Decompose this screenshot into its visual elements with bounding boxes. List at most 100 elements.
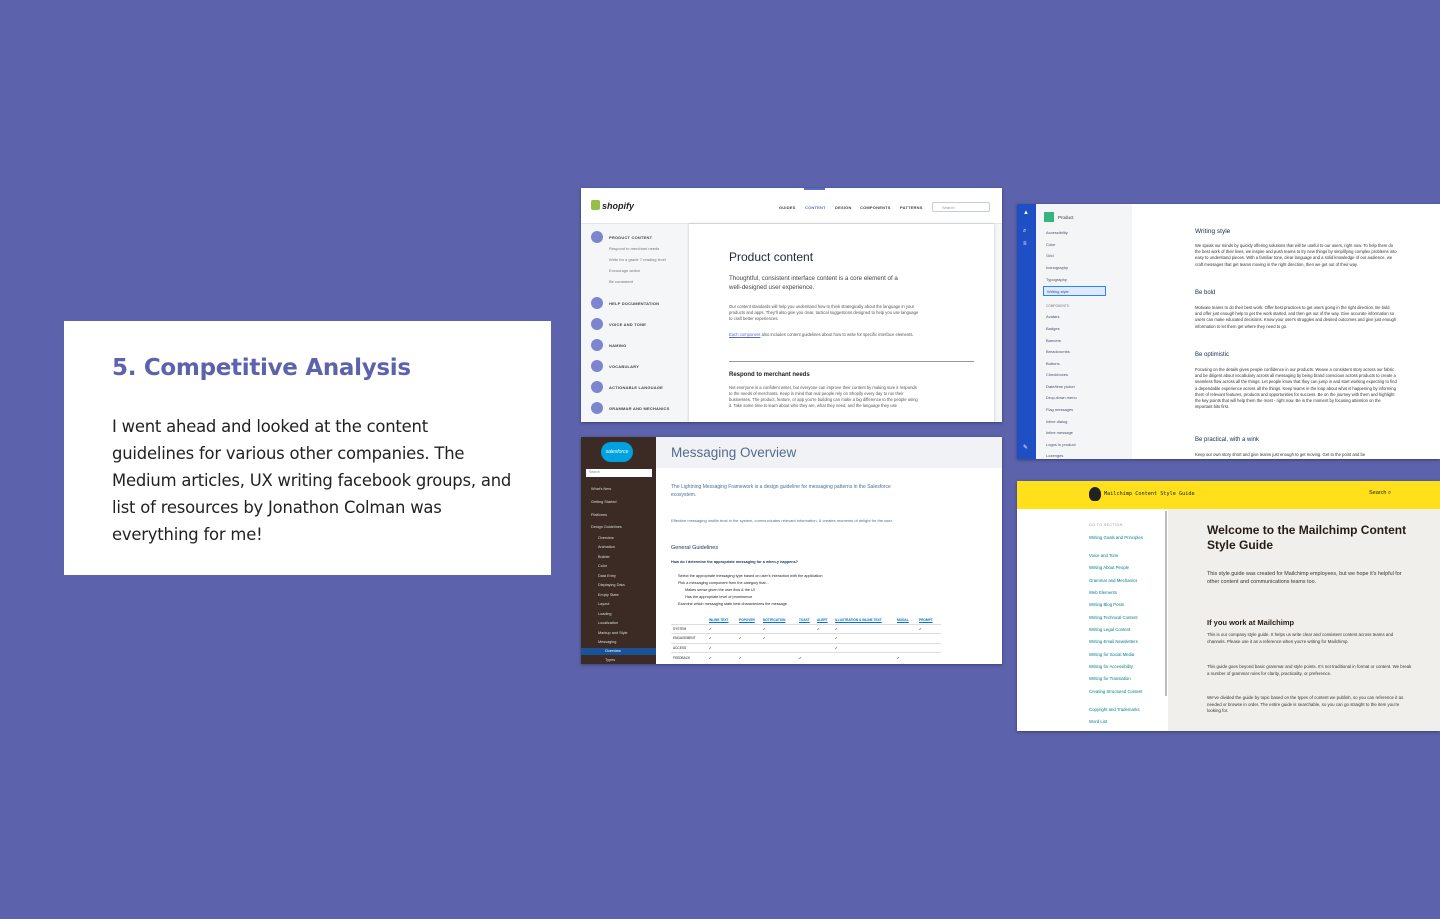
product-sidebar: Product Accessibility Color Grid Iconogr… — [1036, 204, 1132, 459]
nav-content[interactable]: CONTENT — [805, 205, 826, 210]
nav-item[interactable]: Messaging — [598, 640, 617, 644]
nav-item[interactable]: What's New — [591, 487, 612, 491]
sidebar-item[interactable]: Badges — [1046, 326, 1060, 331]
col-header: INLINE TEXT — [709, 617, 729, 622]
search-icon[interactable]: ⌕ — [1023, 228, 1027, 234]
feedback-icon[interactable]: ✎ — [1023, 445, 1029, 451]
sidebar-link[interactable]: Grammar and Mechanics — [1089, 578, 1138, 583]
col-header: MODAL — [897, 617, 909, 622]
section-text: Motivate teams to do their best work. Of… — [1195, 305, 1397, 329]
sidebar-link[interactable]: Writing Blog Posts — [1089, 602, 1125, 607]
table-row: ENGAGEMENT✔✔✔✔ — [671, 633, 941, 643]
sidebar-item[interactable]: Iconography — [1046, 265, 1069, 270]
col-header: POPOVER — [739, 617, 755, 622]
nav-item[interactable]: Getting Started — [591, 500, 617, 504]
sidebar-link[interactable]: Voice and Tone — [1089, 553, 1119, 558]
sidebar-item-selected[interactable]: Writing style — [1043, 286, 1106, 296]
salesforce-logo: salesforce — [601, 442, 633, 462]
intro-text: We speak our minds by quickly offering s… — [1195, 243, 1397, 267]
nav-item[interactable]: Data Entry — [598, 574, 616, 578]
page-title: Welcome to the Mailchimp Content Style G… — [1207, 523, 1407, 552]
menu-icon[interactable]: ≡ — [1023, 241, 1027, 247]
sidebar-item[interactable]: Flag messages — [1046, 407, 1074, 412]
sidebar-item[interactable]: Inline dialog — [1046, 419, 1068, 424]
side-sub-item[interactable]: Write for a grade 7 reading level — [609, 257, 666, 262]
nav-item[interactable]: Color — [598, 564, 608, 568]
search-input[interactable]: Search — [586, 469, 652, 477]
side-item-product-content[interactable]: PRODUCT CONTENT — [591, 231, 652, 243]
mailchimp-screenshot: Mailchimp Content Style Guide Search ⌕ G… — [1017, 481, 1440, 731]
table-row: ACCESS✔✔ — [671, 642, 941, 653]
sidebar-link[interactable]: Writing About People — [1089, 565, 1130, 570]
nav-item[interactable]: Empty State — [598, 593, 619, 597]
sidebar-item[interactable]: Avatars — [1046, 314, 1060, 319]
sidebar-link[interactable]: Writing for Social Media — [1089, 652, 1135, 657]
side-item-voice-and-tone[interactable]: VOICE AND TONE — [591, 318, 646, 330]
nav-item[interactable]: Localization — [598, 621, 619, 625]
divider — [729, 361, 974, 362]
bullet: Select the appropriate messaging type ba… — [678, 574, 823, 578]
nav-item[interactable]: Loading — [598, 612, 612, 616]
nav-item[interactable]: Design Guidelines — [591, 525, 622, 529]
search-input[interactable]: Search — [932, 202, 990, 212]
bullet: Examine which messaging state best chara… — [678, 602, 788, 606]
nav-design[interactable]: DESIGN — [835, 205, 852, 210]
sidebar-link[interactable]: Writing Technical Content — [1089, 615, 1138, 620]
sidebar-item[interactable]: Typography — [1046, 277, 1067, 282]
side-item-actionable-language[interactable]: ACTIONABLE LANGUAGE — [591, 381, 663, 393]
intro-text: This style guide was created for Mailchi… — [1207, 571, 1402, 585]
scrollbar[interactable] — [1165, 511, 1167, 696]
side-item-naming[interactable]: NAMING — [591, 339, 626, 351]
nav-components[interactable]: COMPONENTS — [860, 205, 891, 210]
component-link[interactable]: Each component — [729, 332, 761, 337]
sidebar-item[interactable]: Date/time picker — [1046, 384, 1075, 389]
sidebar-link[interactable]: Copyright and Trademarks — [1089, 707, 1140, 712]
table-row: SYSTEM✔✔✔✔✔ — [671, 623, 941, 634]
sidebar-item[interactable]: Buttons — [1046, 361, 1060, 366]
sidebar-link[interactable]: Writing Legal Content — [1089, 627, 1131, 632]
nav-item[interactable]: Platforms — [591, 513, 608, 517]
shopify-content: Product content Thoughtful, consistent i… — [689, 224, 994, 422]
nav-guides[interactable]: GUIDES — [779, 205, 796, 210]
nav-item[interactable]: Overview — [598, 536, 614, 540]
sidebar-link[interactable]: Word List — [1089, 719, 1108, 724]
sidebar-item[interactable]: Color — [1046, 242, 1056, 247]
side-sub-item[interactable]: Be consistent — [609, 279, 634, 284]
sidebar-link[interactable]: Writing for Accessibility — [1089, 664, 1133, 669]
sidebar-item[interactable]: Accessibility — [1046, 230, 1068, 235]
sidebar-item[interactable]: Logos in product — [1046, 442, 1076, 447]
bullet: Makes sense given the user flow & the UI — [685, 588, 755, 592]
nav-item[interactable]: Markup and Style — [598, 631, 628, 635]
nav-patterns[interactable]: PATTERNS — [900, 205, 923, 210]
sidebar-item[interactable]: Drop-down menu — [1046, 395, 1077, 400]
sidebar-link[interactable]: Writing for Translation — [1089, 676, 1131, 681]
side-sub-item[interactable]: Respond to merchant needs — [609, 246, 660, 251]
question-text: How do I determine the appropriate messa… — [671, 560, 799, 564]
search-button[interactable]: Search ⌕ — [1369, 490, 1392, 496]
sidebar-item[interactable]: Inline message — [1046, 430, 1073, 435]
nav-item[interactable]: Types — [605, 658, 616, 662]
nav-item[interactable]: Displaying Data — [598, 583, 625, 587]
section-text: This guide goes beyond basic grammar and… — [1207, 664, 1412, 676]
side-sub-item[interactable]: Encourage action — [609, 268, 641, 273]
sidebar-item[interactable]: Grid — [1046, 253, 1054, 258]
nav-item[interactable]: Animation — [598, 545, 615, 549]
sidebar-item[interactable]: Banners — [1046, 338, 1061, 343]
body-text-2: Each component also includes content gui… — [729, 332, 914, 337]
side-item-grammar[interactable]: GRAMMAR AND MECHANICS — [591, 402, 670, 414]
sidebar-link[interactable]: Writing Goals and Principles — [1089, 535, 1143, 540]
sidebar-link[interactable]: Creating Structured Content — [1089, 689, 1143, 694]
nav-item[interactable]: Layout — [598, 602, 610, 606]
side-item-vocabulary[interactable]: VOCABULARY — [591, 360, 639, 372]
sidebar-link[interactable]: Web Elements — [1089, 590, 1117, 595]
sidebar-link[interactable]: Writing Email Newsletters — [1089, 639, 1138, 644]
sidebar-item[interactable]: Checkboxes — [1046, 372, 1069, 377]
nav-item-selected[interactable]: Overview — [581, 648, 656, 655]
salesforce-screenshot: salesforce Search What's New Getting Sta… — [581, 437, 1002, 664]
sidebar-item[interactable]: Lozenges — [1046, 453, 1064, 458]
side-item-help-documentation[interactable]: HELP DOCUMENTATION — [591, 297, 659, 309]
sidebar-item[interactable]: Breadcrumbs — [1046, 349, 1070, 354]
table-header-row: INLINE TEXT POPOVER NOTIFICATION TOAST A… — [671, 616, 941, 624]
nav-item[interactable]: Builder — [598, 555, 610, 559]
freddie-logo-icon — [1089, 487, 1101, 501]
